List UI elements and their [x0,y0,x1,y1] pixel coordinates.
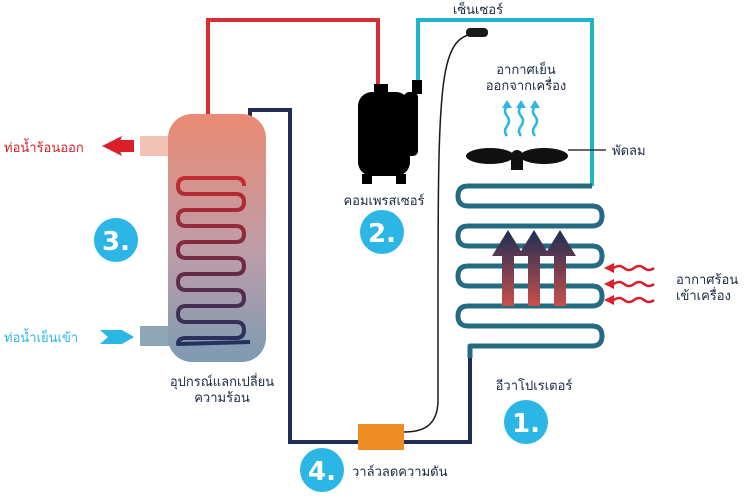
heat-exchanger-tank [168,114,266,362]
evaporator-label: อีวาโปเรเตอร์ [495,378,572,394]
heat-exchanger-label-line1: อุปกรณ์แลกเปลี่ยน [170,373,274,390]
expansion-valve-label: วาล์วลดความดัน [352,464,448,480]
step-4-badge [300,448,344,492]
evaporator-coil [455,183,605,358]
step-1-badge [504,400,548,444]
heat-exchanger-label-line2: ความร้อน [194,391,250,406]
cool-air-label-line2: ออกจากเครื่อง [486,77,567,94]
hot-air-label-line1: อากาศร้อน [676,273,738,288]
hot-air-label-line2: เข้าเครื่อง [676,287,731,304]
hot-water-outlet-pipe [140,136,172,156]
sensor-capillary-line [403,32,485,433]
cool-air-label-line1: อากาศเย็น [496,60,556,78]
hot-refrigerant-pipe [206,18,380,178]
hot-air-wave-icons [613,264,655,304]
hot-air-arrowheads [604,263,614,305]
step-2-number: 2. [368,219,396,249]
fan-label: พัดลม [612,144,646,159]
sensor-label: เซ็นเซอร์ [453,0,503,18]
heat-exchanger-coil [176,176,251,346]
step-3-badge [94,218,138,262]
compressor-label: คอมเพรสเซอร์ [343,193,424,209]
cool-air-arrowheads [502,100,540,108]
sensor-bulb [466,28,488,37]
expansion-valve [358,424,404,450]
step-1-number: 1. [512,409,540,439]
hot-water-arrow-icon [102,136,122,156]
valve-to-evaporator-pipe [404,358,472,444]
step-2-badge [360,210,404,254]
step-4-number: 4. [308,457,336,487]
suction-pipe [416,18,594,186]
cold-water-inlet-pipe [140,326,172,346]
cold-water-arrow-icon [100,330,134,344]
coil-top-connector [208,176,246,187]
cool-air-wave-icons [503,105,539,137]
hot-water-out-label: ท่อน้ำร้อนออก [4,138,84,156]
fan-icon [466,148,568,170]
cold-water-in-label: ท่อน้ำเย็นเข้า [4,328,78,346]
step-3-number: 3. [102,227,130,257]
hot-water-arrow-tail [118,140,134,152]
airflow-up-arrow-icons [492,230,576,306]
liquid-refrigerant-pipe [248,108,358,444]
compressor-icon [358,80,422,184]
